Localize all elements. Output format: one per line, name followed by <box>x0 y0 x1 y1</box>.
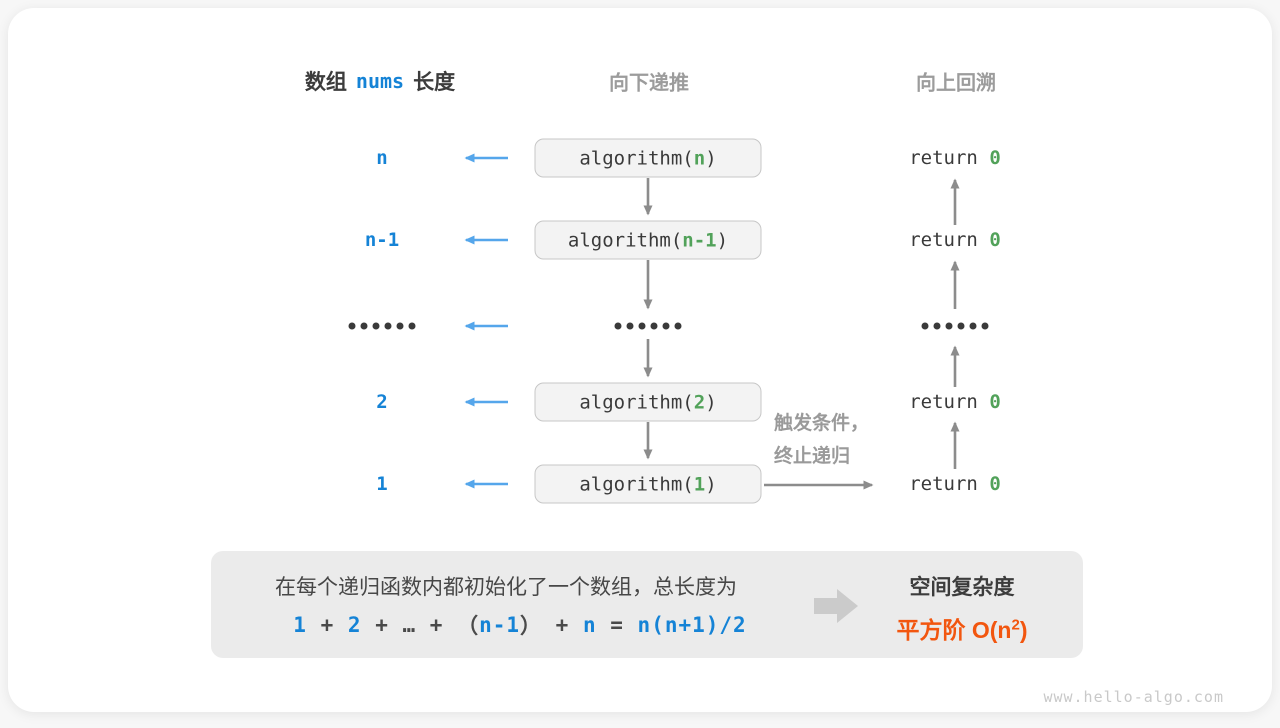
formula-segment: n <box>582 613 597 637</box>
formula-segment: + <box>416 613 458 637</box>
length-label: n-1 <box>364 229 400 251</box>
call-text: ) <box>705 391 717 413</box>
dot <box>614 322 622 330</box>
formula-segment: ） <box>520 614 543 638</box>
formula-segment: n-1 <box>479 613 521 637</box>
call-text: algorithm( <box>567 229 683 251</box>
summary-panel <box>211 551 1083 658</box>
dot <box>626 322 634 330</box>
call-ellipsis <box>614 322 682 330</box>
call-argument: 2 <box>693 391 706 413</box>
space-complexity-value: 平方阶 O(n2) <box>896 611 1027 645</box>
dot <box>969 322 977 330</box>
complexity-exponent: 2 <box>1011 616 1020 634</box>
return-statement: return 0 <box>909 473 1001 495</box>
return-statement: return 0 <box>909 147 1001 169</box>
dot <box>662 322 670 330</box>
length-label: n <box>376 147 388 169</box>
watermark: www.hello-algo.com <box>1043 688 1224 706</box>
formula-segment: （ <box>457 614 480 638</box>
dot <box>921 322 929 330</box>
length-label: 2 <box>376 391 388 413</box>
call-text: ) <box>716 229 729 251</box>
return-value: 0 <box>989 391 1001 413</box>
length-ellipsis <box>348 322 416 330</box>
dot <box>945 322 953 330</box>
call-text: algorithm( <box>579 473 694 495</box>
call-argument: n <box>693 147 706 169</box>
formula-segment: + <box>306 613 348 637</box>
dot <box>650 322 658 330</box>
termination-note: 触发条件， 终止递归 <box>774 407 869 473</box>
column-header-recurse-down: 向下递推 <box>609 72 689 95</box>
dot <box>674 322 682 330</box>
nums-code-label: nums <box>355 69 405 93</box>
formula-segment: 2 <box>347 613 362 637</box>
formula-segment: … <box>402 613 417 637</box>
formula-segment: 1 <box>293 613 307 637</box>
return-keyword: return <box>909 391 990 413</box>
formula-segment: n(n+1)/2 <box>637 613 747 637</box>
return-value: 0 <box>989 229 1001 251</box>
formula-segment: + <box>361 613 403 637</box>
complexity-value-pre: 平方阶 O(n <box>896 617 1012 643</box>
column-header-backtrack-up: 向上回溯 <box>916 72 996 95</box>
dot <box>408 322 416 330</box>
call-argument: 1 <box>693 473 706 495</box>
dot <box>372 322 380 330</box>
return-ellipsis <box>921 322 989 330</box>
formula-segment: = <box>596 613 638 637</box>
dot <box>384 322 392 330</box>
call-text: ) <box>705 473 717 495</box>
call-argument: n-1 <box>682 229 717 251</box>
dot <box>638 322 646 330</box>
call-text: algorithm( <box>579 147 694 169</box>
complexity-value-post: ) <box>1019 617 1028 643</box>
return-value: 0 <box>989 147 1001 169</box>
call-box: algorithm(n-1) <box>534 220 762 260</box>
call-text: algorithm( <box>579 391 694 413</box>
summary-text: 在每个递归函数内都初始化了一个数组，总长度为 <box>275 576 737 599</box>
return-statement: return 0 <box>909 229 1001 251</box>
return-keyword: return <box>909 147 990 169</box>
dot <box>360 322 368 330</box>
dot <box>348 322 356 330</box>
return-keyword: return <box>909 229 990 251</box>
call-text: ) <box>705 147 717 169</box>
dot <box>933 322 941 330</box>
dot <box>396 322 404 330</box>
return-keyword: return <box>909 473 990 495</box>
termination-note-line1: 触发条件， <box>774 413 870 434</box>
total-length-formula: 1 + 2 + … + （n-1） + n = n(n+1)/2 <box>293 610 746 640</box>
header-array-label: 数组 <box>304 71 347 94</box>
return-statement: return 0 <box>909 391 1001 413</box>
column-header-array-length: 数组 nums 长度 <box>305 66 455 96</box>
space-complexity-title: 空间复杂度 <box>909 576 1015 599</box>
formula-segment: + <box>542 613 583 637</box>
termination-note-line2: 终止递归 <box>774 446 851 467</box>
call-box: algorithm(n) <box>534 138 762 178</box>
return-value: 0 <box>989 473 1001 495</box>
length-label: 1 <box>376 473 388 495</box>
header-length-label: 长度 <box>413 71 456 94</box>
call-box: algorithm(2) <box>534 382 762 422</box>
dot <box>981 322 989 330</box>
call-box: algorithm(1) <box>534 464 762 504</box>
dot <box>957 322 965 330</box>
